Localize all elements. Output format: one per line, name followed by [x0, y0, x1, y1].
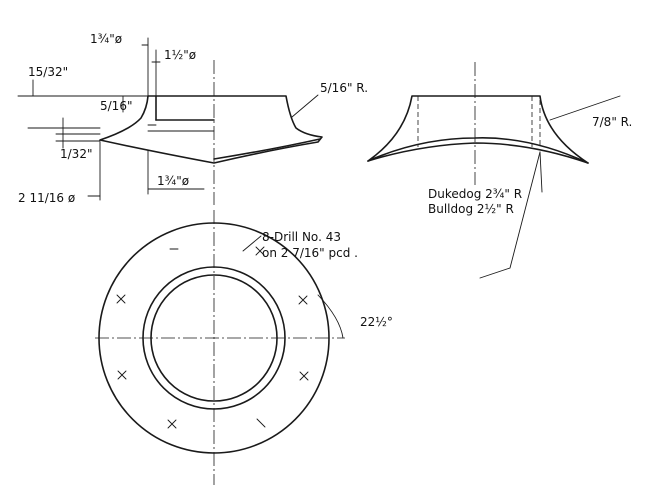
dim-thickness-label: 1/32" [60, 147, 92, 161]
plan-view-outer-circle [98, 222, 330, 454]
side-view: 1¾"ø 1½"ø 15/32" 5/16" 1/32" 2 11/16 ø 1… [17, 32, 368, 205]
dim-edge-radius-leader [291, 94, 319, 118]
drill-hole-mark [256, 418, 266, 428]
drill-note-line2: on 2 7/16" pcd . [262, 246, 358, 260]
drill-hole-mark [117, 370, 127, 380]
plan-view-flange-circle [142, 266, 286, 410]
plan-view-bore-circle [150, 274, 278, 402]
front-view-base-curve [367, 142, 589, 164]
side-view-base-inner [213, 138, 321, 160]
dim-radius-leader [549, 95, 621, 121]
drill-hole-mark [255, 246, 265, 256]
drill-holes [116, 246, 309, 429]
dim-flange-height-label: 5/16" [100, 99, 132, 113]
angle-arc [317, 294, 344, 339]
drill-hole-mark [299, 371, 309, 381]
dim-hole-dia-label: 1½"ø [164, 48, 196, 62]
drill-hole-mark [116, 294, 126, 304]
side-view-outline [99, 95, 323, 164]
note-dukedog: Dukedog 2¾" R [428, 187, 522, 201]
dim-inner-dia-label: 1¾"ø [157, 174, 189, 188]
drill-note-line1: 8-Drill No. 43 [262, 230, 341, 244]
dim-flange-dia-label: 1¾"ø [90, 32, 122, 46]
plan-view: 8-Drill No. 43 on 2 7/16" pcd . 22½° [95, 210, 393, 485]
note-bulldog: Bulldog 2½" R [428, 202, 514, 216]
note-leader [479, 151, 541, 279]
front-view: 7/8" R. Dukedog 2¾" R Bulldog 2½" R [367, 62, 632, 279]
drill-note-leader [242, 235, 262, 252]
front-view-outline [367, 95, 589, 164]
dim-radius-label: 7/8" R. [592, 115, 632, 129]
drill-hole-mark [298, 295, 308, 305]
dim-total-height-label: 15/32" [28, 65, 68, 79]
angle-label: 22½° [360, 315, 393, 329]
dim-edge-radius-label: 5/16" R. [320, 81, 368, 95]
dim-base-dia-label: 2 11/16 ø [18, 191, 75, 205]
note-leader-top [539, 151, 543, 193]
drill-hole-mark [167, 419, 177, 429]
